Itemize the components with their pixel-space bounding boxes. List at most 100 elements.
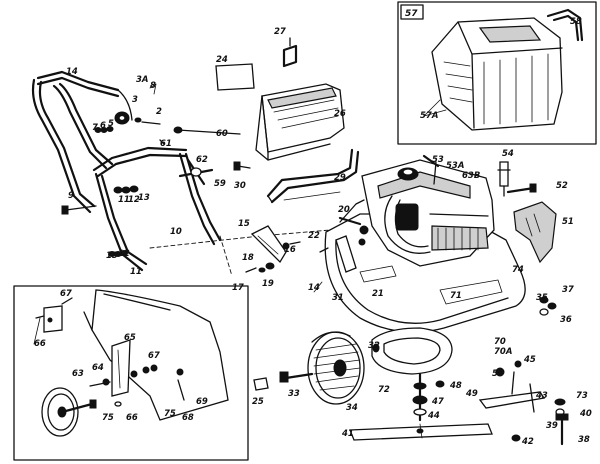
- callout-60: 60: [216, 129, 228, 139]
- bolt-52: [506, 183, 537, 194]
- engine: [361, 154, 495, 267]
- callout-20: 20: [338, 205, 350, 215]
- spark-plug: [497, 161, 511, 197]
- callout-30: 30: [234, 181, 246, 191]
- inset-callout-66-left: 66: [34, 339, 46, 349]
- callout-49: 49: [465, 389, 478, 399]
- callout-3: 3: [132, 95, 138, 105]
- callout-7: 7: [92, 123, 98, 133]
- callout-41: 41: [341, 429, 354, 439]
- callout-57a: 57A: [420, 111, 438, 121]
- callout-39: 39: [546, 421, 558, 431]
- callout-52: 52: [556, 181, 568, 191]
- callout-59: 59: [214, 179, 226, 189]
- callout-24: 24: [216, 55, 228, 65]
- bolt-group-right: [511, 296, 569, 446]
- callout-50: 50: [492, 369, 504, 379]
- inset-callout-65: 65: [124, 333, 136, 343]
- height-adjuster: [245, 225, 301, 273]
- callout-45: 45: [523, 355, 536, 365]
- callout-47: 47: [431, 397, 444, 407]
- handle-fasteners: [61, 83, 161, 257]
- callout-19: 19: [262, 279, 274, 289]
- callout-54: 54: [502, 149, 514, 159]
- callout-5: 5: [108, 119, 114, 129]
- callout-8: 8: [150, 81, 156, 91]
- blade-adapter: [371, 327, 453, 375]
- callout-38: 38: [578, 435, 590, 445]
- callout-2: 2: [156, 107, 162, 117]
- callout-22: 22: [308, 231, 320, 241]
- side-discharge-parts: [478, 360, 546, 413]
- inset-callout-64: 64: [92, 363, 104, 373]
- callout-70: 70: [494, 337, 506, 347]
- catcher-label-plate: [215, 63, 255, 91]
- inset-front-bracket: [89, 339, 185, 401]
- inset-callout-67-mid: 67: [148, 351, 160, 361]
- callout-62: 62: [196, 155, 208, 165]
- callout-35: 35: [536, 293, 548, 303]
- callout-33: 33: [288, 389, 300, 399]
- callout-58: 58: [570, 17, 582, 27]
- callout-6: 6: [100, 121, 106, 131]
- callout-18: 18: [242, 253, 254, 263]
- callout-57: 57: [405, 9, 418, 19]
- callout-29: 29: [334, 173, 346, 183]
- wheel-axle: [253, 371, 314, 391]
- callout-73: 73: [576, 391, 588, 401]
- callout-14: 14: [66, 67, 78, 77]
- callout-11-upper: 11: [118, 195, 130, 205]
- callout-70a: 70A: [494, 347, 512, 357]
- callout-27: 27: [274, 27, 286, 37]
- inset-wheel: [41, 387, 122, 437]
- callout-53: 53: [432, 155, 444, 165]
- callout-71: 71: [450, 291, 462, 301]
- catcher-clip: [282, 37, 298, 68]
- upper-handle: [31, 70, 133, 214]
- inset-rear-bracket: [35, 297, 73, 333]
- inset-callout-66-bottom: 66: [126, 413, 138, 423]
- callout-61: 61: [160, 139, 172, 149]
- callout-12-lower: 12: [118, 249, 130, 259]
- inset-callout-75-left: 75: [102, 413, 114, 423]
- inset-callout-67-top: 67: [60, 289, 72, 299]
- callout-63b: 63B: [462, 171, 480, 181]
- inset-callout-63: 63: [72, 369, 84, 379]
- air-filter: [513, 201, 557, 264]
- callout-42: 42: [521, 437, 534, 447]
- callout-43: 43: [535, 391, 548, 401]
- callout-16: 16: [284, 245, 296, 255]
- callout-14-deck: 14: [308, 283, 320, 293]
- cable-parts: [159, 126, 251, 186]
- callout-44: 44: [427, 411, 440, 421]
- callout-17: 17: [232, 283, 244, 293]
- callout-32: 32: [368, 341, 380, 351]
- callout-10: 10: [170, 227, 182, 237]
- callout-51: 51: [562, 217, 574, 227]
- callout-9: 9: [68, 191, 74, 201]
- callout-37: 37: [562, 285, 574, 295]
- callout-72: 72: [378, 385, 390, 395]
- inset-callout-75-right: 75: [164, 409, 176, 419]
- inset-callout-69: 69: [196, 397, 208, 407]
- rear-flap: [335, 235, 357, 273]
- leader-lines: [33, 99, 447, 345]
- callout-48: 48: [449, 381, 462, 391]
- callout-53a: 53A: [446, 161, 464, 171]
- callout-25: 25: [252, 397, 264, 407]
- callout-12-upper: 12: [128, 195, 140, 205]
- blade-bolt-stack: [412, 372, 445, 422]
- blade: [349, 423, 493, 441]
- callout-13-lower: 13: [106, 251, 118, 261]
- rear-wheel: [307, 331, 365, 405]
- callout-26: 26: [334, 109, 346, 119]
- catcher-frame: [266, 148, 360, 204]
- lever-20: [338, 216, 369, 246]
- callout-11-lower: 11: [130, 267, 142, 277]
- callout-15: 15: [238, 219, 250, 229]
- callout-13-upper: 13: [138, 193, 150, 203]
- inset-callout-68: 68: [182, 413, 194, 423]
- grass-catcher: [255, 83, 345, 161]
